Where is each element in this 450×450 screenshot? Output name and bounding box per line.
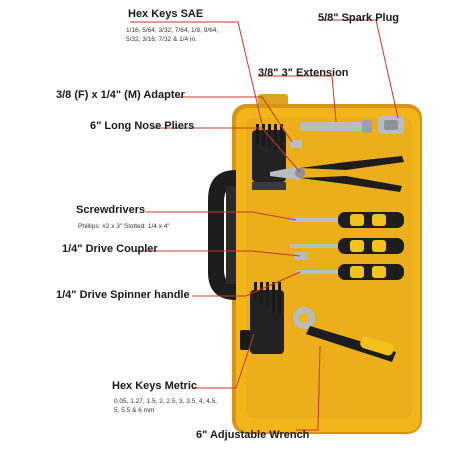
label-long-nose-pliers: 6" Long Nose Pliers [90,120,195,132]
label-adjustable-wrench: 6" Adjustable Wrench [196,429,310,441]
adapter [290,140,302,148]
hex-metric-sizes-line1: 0.05, 1.27, 1.5, 2, 2.5, 3, 3.5, 4, 4.5, [114,398,217,405]
spinner-handle [296,264,404,280]
hex-keys-sae [252,124,286,190]
screwdriver-slotted [290,238,404,254]
screwdriver-sizes: Phillips: #2 x 3" Slotted: 1/4 x 4" [78,223,170,230]
hex-metric-sizes-line2: 5, 5.5 & 6 mm [114,407,155,414]
drive-coupler [294,252,308,260]
hex-sae-sizes-line2: 5/32, 3/16, 7/32 & 1/4 in. [126,36,197,43]
label-screwdrivers: Screwdrivers [76,204,146,216]
spark-plug-socket [378,116,404,134]
long-nose-pliers [270,156,404,192]
hex-sae-sizes-line1: 1/16, 5/64, 3/32, 7/64, 1/8, 9/64, [126,27,219,34]
label-spark-plug: 5/8" Spark Plug [318,12,400,24]
label-hex-keys-sae: Hex Keys SAE [128,8,204,20]
extension-bar [300,120,372,133]
label-drive-coupler: 1/4" Drive Coupler [62,243,158,255]
adjustable-wrench [293,307,396,362]
label-extension: 3/8" 3" Extension [258,67,349,79]
label-spinner-handle: 1/4" Drive Spinner handle [56,289,190,301]
label-adapter: 3/8 (F) x 1/4" (M) Adapter [56,89,185,101]
hex-keys-metric [240,282,284,354]
screwdriver-phillips [290,212,404,228]
label-hex-keys-metric: Hex Keys Metric [112,380,197,392]
leader-lines [130,19,399,431]
case-handle [208,170,236,300]
